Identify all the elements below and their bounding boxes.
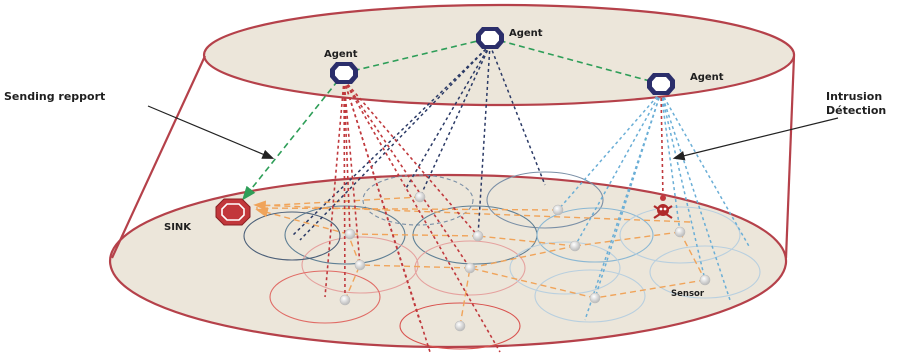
- skull-crossbones-icon: [653, 204, 673, 219]
- sensor-node-icon: [589, 292, 601, 304]
- agent-octagon-icon: [476, 27, 504, 49]
- intrusion-point: [660, 195, 666, 201]
- coverage-circle: [362, 174, 474, 226]
- coverage-circle: [649, 245, 761, 299]
- sensor-node-icon: [569, 240, 581, 252]
- sensor-node-icon: [699, 274, 711, 286]
- sensor-links: [253, 196, 706, 327]
- intrusion-label-line1: Intrusion: [826, 90, 882, 103]
- sink-octagon-icon: [215, 198, 251, 226]
- sensor-node-icon: [674, 226, 686, 238]
- agent-label: Agent: [509, 28, 543, 39]
- agent-octagon-icon: [330, 62, 358, 84]
- right-agent-links: [557, 91, 751, 321]
- sensor-node-icon: [472, 230, 484, 242]
- sensor-label: Sensor: [671, 289, 705, 299]
- coverage-circle: [619, 206, 741, 264]
- agent-octagon-icon: [647, 73, 675, 95]
- sensor-node-icon: [354, 259, 366, 271]
- agent-label: Agent: [690, 72, 724, 83]
- cone-left-side: [111, 55, 206, 259]
- coverage-circle: [399, 302, 521, 350]
- sending-report-label: Sending repport: [4, 90, 105, 103]
- left-agent-links: [324, 79, 501, 353]
- coverage-circle: [534, 269, 646, 323]
- top-agent-links: [291, 44, 546, 241]
- sensor-node-icon: [464, 262, 476, 274]
- agent-label: Agent: [324, 49, 358, 60]
- sensor-node-icon: [552, 204, 564, 216]
- sensor-node-icon: [344, 228, 356, 240]
- agent-links: [242, 37, 662, 201]
- intrusion-label-line2: Détection: [826, 104, 886, 117]
- coverage-circle: [509, 241, 621, 295]
- sensor-nodes: [339, 191, 711, 332]
- sensor-node-icon: [414, 191, 426, 203]
- sending-report-arrow: [147, 105, 275, 159]
- coverage-circle: [414, 240, 526, 296]
- coverage-circle: [269, 270, 381, 324]
- sink-label: SINK: [164, 222, 192, 233]
- coverage-circle: [536, 207, 654, 263]
- sensor-node-icon: [339, 294, 351, 306]
- intrusion-link: [660, 91, 664, 199]
- coverage-circle: [243, 211, 341, 261]
- cone-right-side: [784, 55, 796, 259]
- sensor-node-icon: [454, 320, 466, 332]
- coverage-circle: [301, 236, 419, 294]
- intrusion-arrow: [672, 117, 839, 161]
- coverage-circle: [486, 171, 604, 229]
- top-ellipse: [203, 3, 796, 107]
